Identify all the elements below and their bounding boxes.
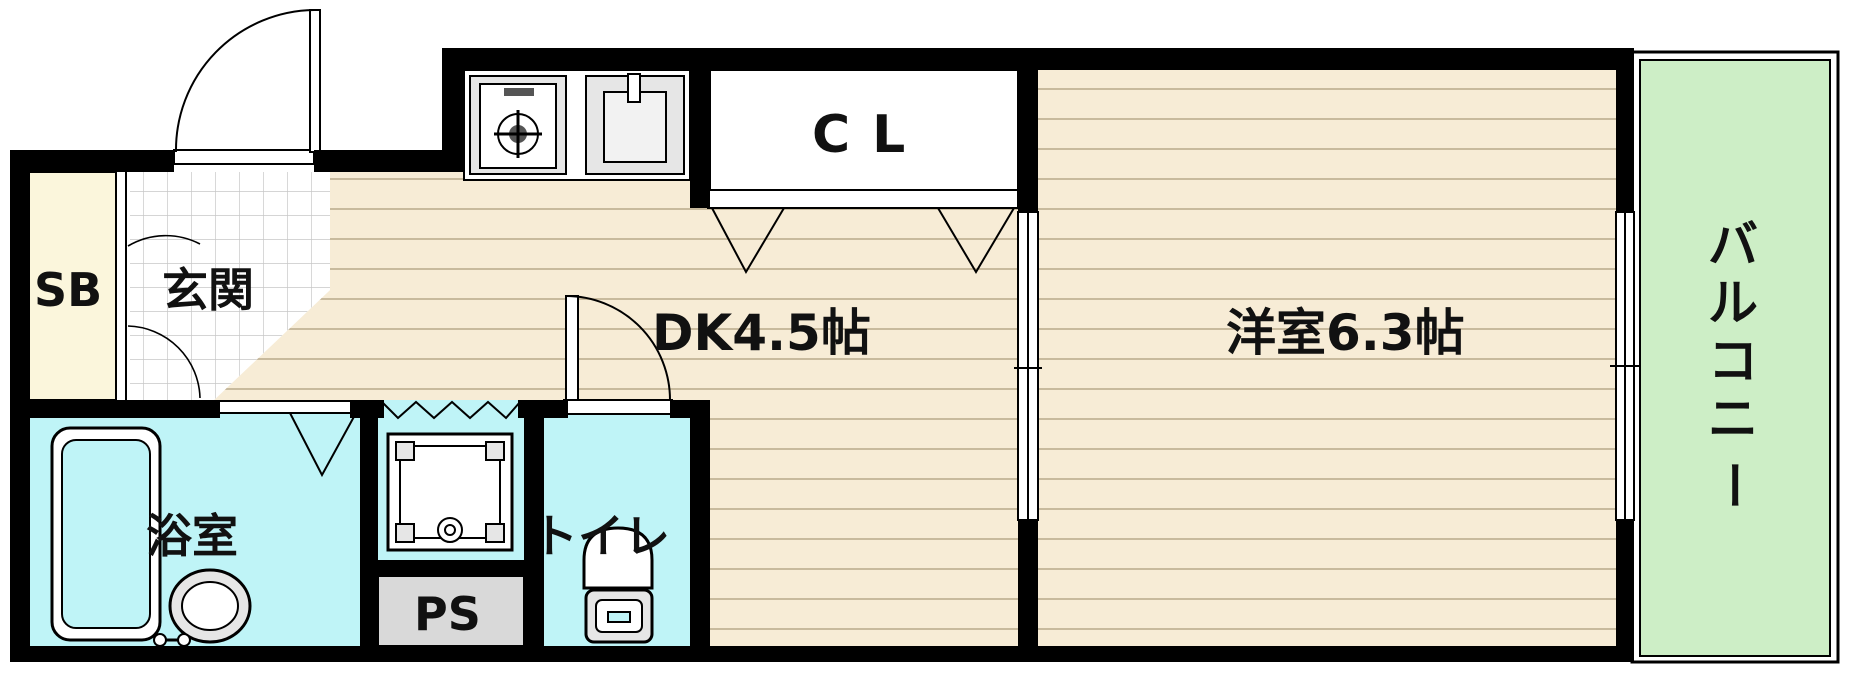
dk-label: DK4.5帖 [652, 304, 871, 362]
western-room-label: 洋室6.3帖 [1226, 304, 1465, 362]
balcony-label-char: ニ [1708, 390, 1758, 448]
balcony-label-char: バ [1708, 216, 1758, 274]
kitchen-sink-icon [585, 73, 685, 175]
washer-space [378, 400, 524, 560]
washbasin-icon [153, 568, 252, 647]
entrance-label: 玄関 [162, 263, 254, 317]
balcony-label-char: コ [1708, 332, 1758, 390]
toilet-label: トイレ [532, 509, 670, 563]
entrance-floor [130, 172, 330, 400]
toilet-icon [582, 526, 654, 644]
bath-area [28, 400, 360, 647]
balcony [1630, 50, 1840, 664]
closet-label: CL [812, 105, 927, 165]
closet [707, 69, 1019, 275]
gas-stove-icon [469, 75, 567, 175]
balcony-label-char: ー [1704, 460, 1762, 510]
toilet-door [565, 295, 671, 401]
balcony-label-char: ル [1708, 274, 1758, 332]
balcony-window [1610, 211, 1640, 521]
western-room-floor [1038, 70, 1616, 652]
balcony-label: バ ル コ ニ ー [1704, 216, 1762, 510]
shoe-box-label: SB [34, 263, 102, 317]
entrance-door [173, 9, 321, 165]
walls [10, 48, 1634, 662]
kitchen-counter [463, 69, 691, 181]
dk-floor [214, 172, 1022, 652]
pipe-space-label: PS [414, 587, 481, 641]
sliding-door-dk-western [1014, 211, 1042, 521]
bath-label: 浴室 [146, 509, 238, 563]
toilet-area [544, 399, 690, 646]
